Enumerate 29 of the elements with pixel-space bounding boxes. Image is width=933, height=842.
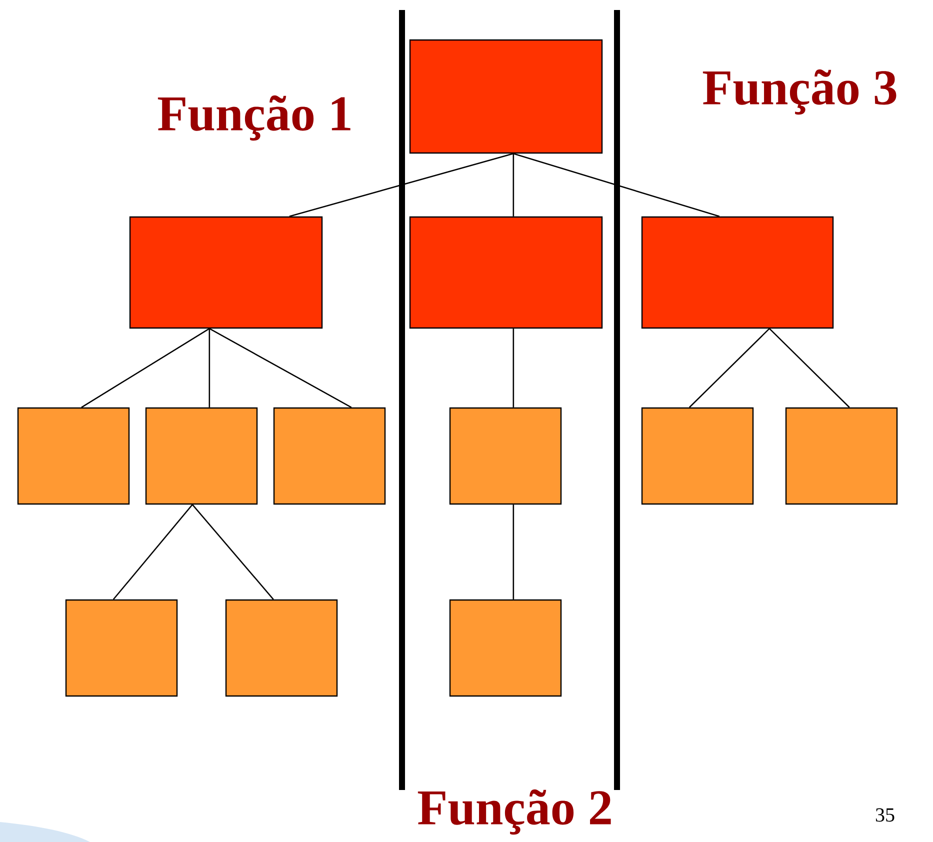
org-box: [145, 407, 258, 505]
function-label: Função 3: [702, 69, 896, 115]
connector-line: [512, 154, 514, 216]
function-label: Função 1: [158, 95, 350, 141]
connector-line: [768, 328, 850, 408]
connector-line: [688, 328, 770, 408]
connector-line: [112, 504, 193, 600]
page-number: 35: [876, 808, 894, 822]
org-box: [273, 407, 386, 505]
connector-line: [209, 328, 352, 408]
org-box: [449, 407, 562, 505]
connector-line: [512, 328, 514, 408]
org-box: [65, 599, 178, 697]
function-label: Função 2: [418, 789, 611, 835]
org-box: [641, 407, 754, 505]
org-box: [449, 599, 562, 697]
connector-line: [289, 152, 514, 218]
org-box: [641, 216, 834, 329]
connector-line: [513, 152, 720, 218]
connector-line: [81, 328, 210, 408]
org-box: [409, 39, 603, 154]
org-box: [129, 216, 323, 329]
org-box: [17, 407, 130, 505]
connector-line: [512, 504, 514, 600]
connector-line: [208, 328, 210, 408]
connector-line: [192, 504, 274, 600]
org-box: [409, 216, 603, 329]
org-box: [785, 407, 898, 505]
org-box: [225, 599, 338, 697]
